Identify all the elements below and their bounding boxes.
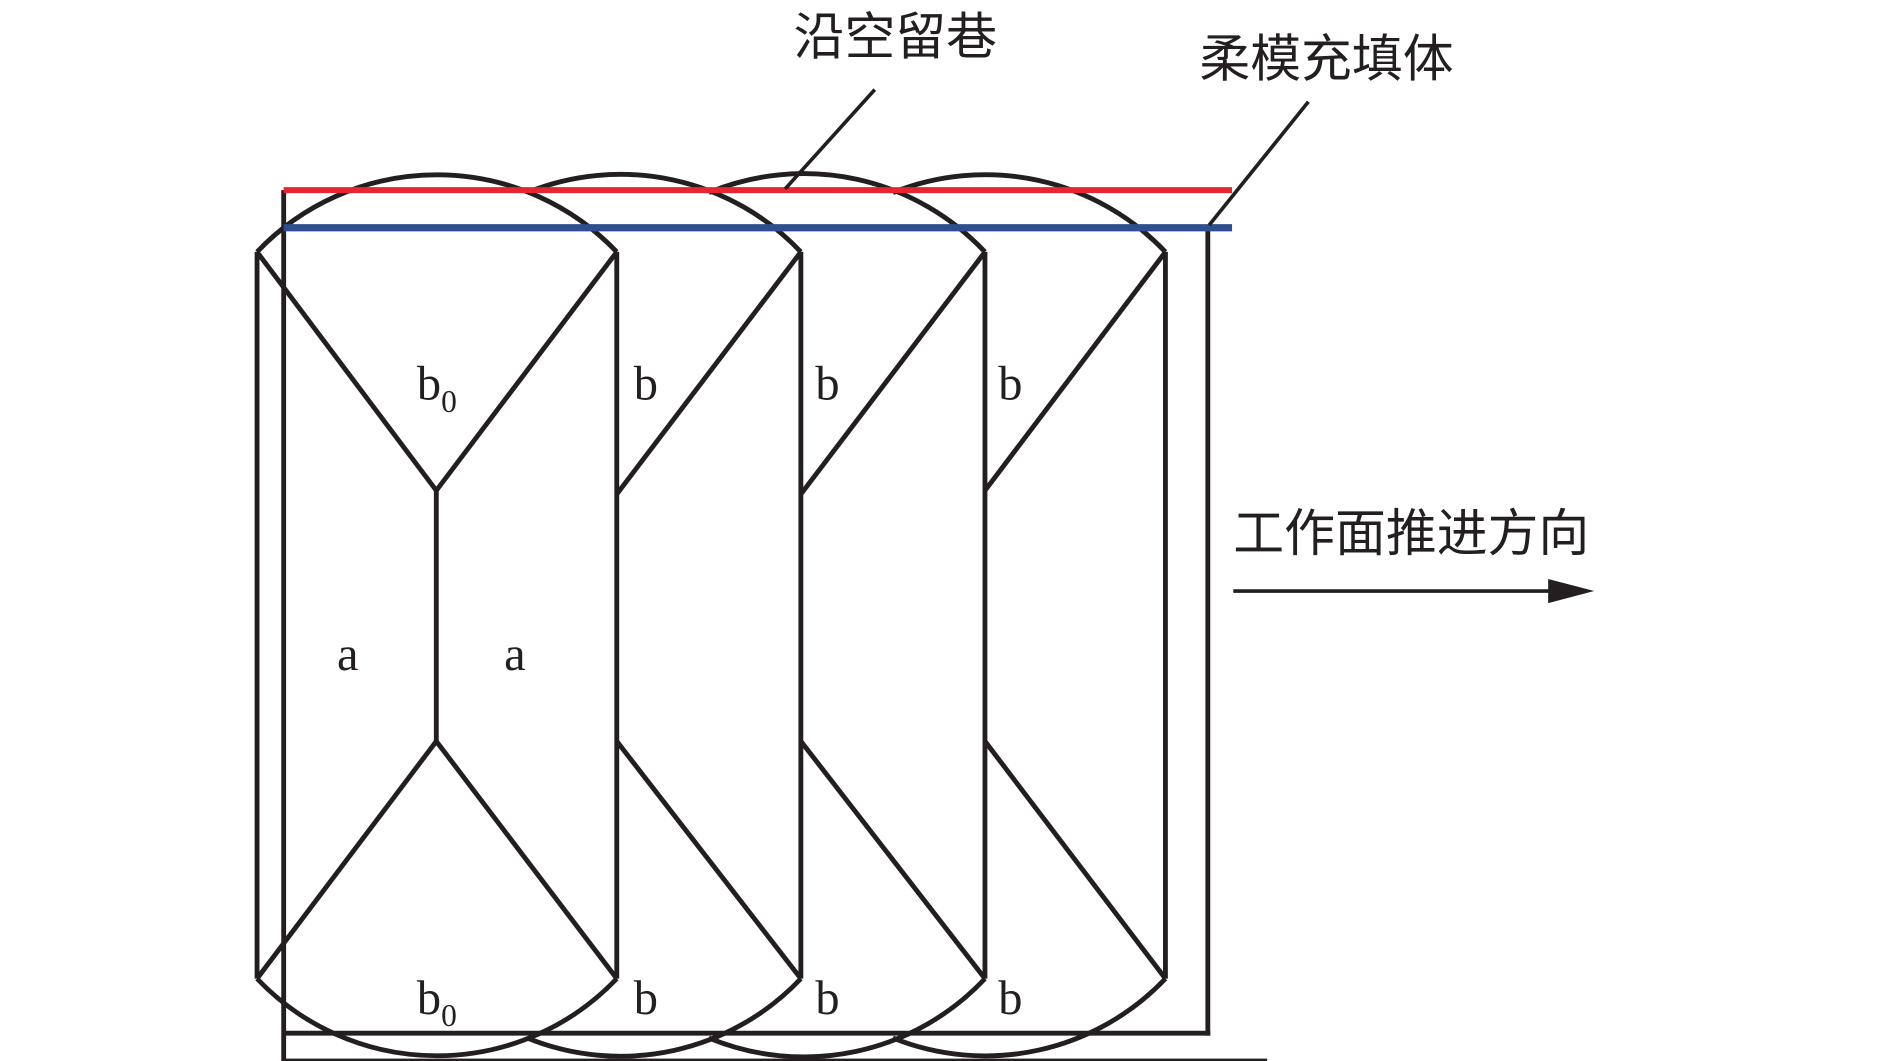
region-a-left: a [337, 628, 359, 681]
column-diagonals [255, 250, 1168, 981]
region-b-top-3: b [998, 358, 1022, 411]
column-verticals [254, 251, 1168, 979]
region-b-bottom-1: b [634, 972, 658, 1025]
region-b-bottom-2: b [815, 972, 839, 1025]
region-b-bottom-3: b [998, 972, 1022, 1025]
gob-side-entry-leader [783, 88, 877, 191]
region-b0-bottom: b0 [417, 972, 457, 1033]
region-b0-top: b0 [417, 358, 457, 419]
bottom-arcs [255, 976, 1168, 1060]
advance-direction-arrow [1233, 578, 1595, 604]
roadway-frame [281, 190, 1268, 1061]
filling-body-leader [1207, 100, 1310, 227]
region-a-right: a [504, 628, 526, 681]
filling-body-label: 柔模充填体 [1199, 29, 1453, 88]
advance-direction-label: 工作面推进方向 [1233, 504, 1589, 563]
region-b-top-1: b [634, 358, 658, 411]
gob-side-entry-label: 沿空留巷 [794, 8, 997, 67]
top-arcs [255, 171, 1168, 254]
region-b-top-2: b [815, 358, 839, 411]
